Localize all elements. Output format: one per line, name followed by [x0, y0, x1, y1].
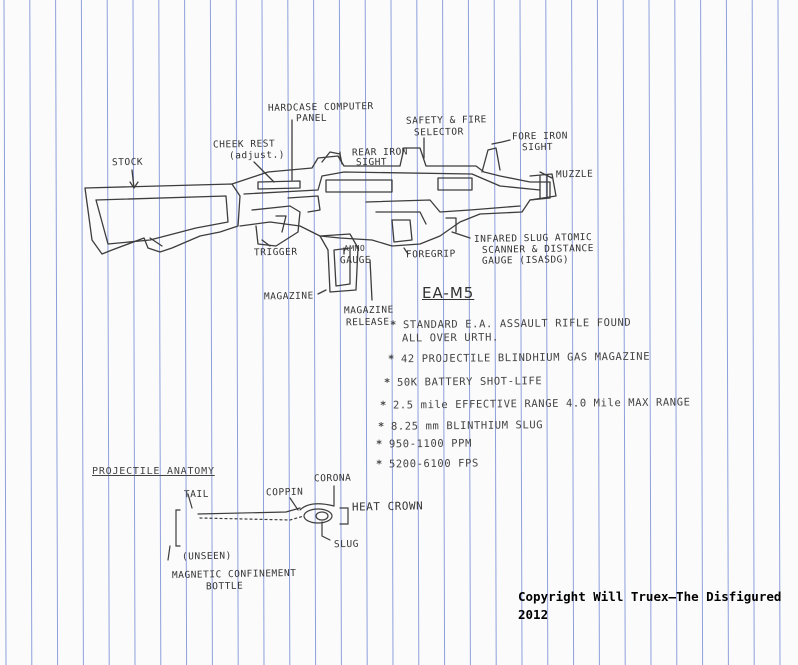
- rule-line: [674, 0, 678, 665]
- rule-line: [725, 0, 729, 665]
- rule-line: [596, 0, 600, 665]
- rule-line: [158, 0, 162, 665]
- rule-line: [261, 0, 265, 665]
- projectile-anatomy-title: PROJECTILE ANATOMY: [92, 466, 215, 477]
- rule-line: [338, 0, 342, 665]
- rule-line: [622, 0, 626, 665]
- rule-line: [493, 0, 497, 665]
- rule-line: [209, 0, 213, 665]
- rule-line: [29, 0, 33, 665]
- rule-line: [184, 0, 188, 665]
- rule-line: [751, 0, 755, 665]
- copyright-line: Copyright Will Truex—The Disfigured: [518, 589, 782, 604]
- label-heat-crown: HEAT CROWN: [351, 499, 424, 514]
- rule-line: [700, 0, 704, 665]
- rule-line: [55, 0, 59, 665]
- rule-line: [287, 0, 291, 665]
- rule-line: [416, 0, 420, 665]
- rule-line: [390, 0, 394, 665]
- copyright-notice: Copyright Will Truex—The Disfigured 2012: [518, 588, 781, 624]
- rule-line: [364, 0, 368, 665]
- copyright-year: 2012: [518, 607, 549, 622]
- rule-line: [545, 0, 549, 665]
- rule-line: [777, 0, 781, 665]
- weapon-title: EA-M5: [422, 284, 475, 302]
- rule-line: [648, 0, 652, 665]
- rule-line: [80, 0, 84, 665]
- rule-line: [106, 0, 110, 665]
- rule-line: [519, 0, 523, 665]
- label-slug: SLUG: [333, 538, 359, 551]
- rule-line: [313, 0, 317, 665]
- label-magnetic-bottle-2: BOTTLE: [205, 580, 244, 593]
- label-tail: TAIL: [183, 488, 209, 501]
- rule-line: [442, 0, 446, 665]
- rule-line: [235, 0, 239, 665]
- rule-line: [3, 0, 7, 665]
- rule-line: [132, 0, 136, 665]
- rule-line: [467, 0, 471, 665]
- label-corona: CORONA: [313, 472, 352, 485]
- rule-line: [571, 0, 575, 665]
- label-unseen: (UNSEEN): [181, 550, 232, 563]
- label-coppin: COPPIN: [265, 486, 304, 499]
